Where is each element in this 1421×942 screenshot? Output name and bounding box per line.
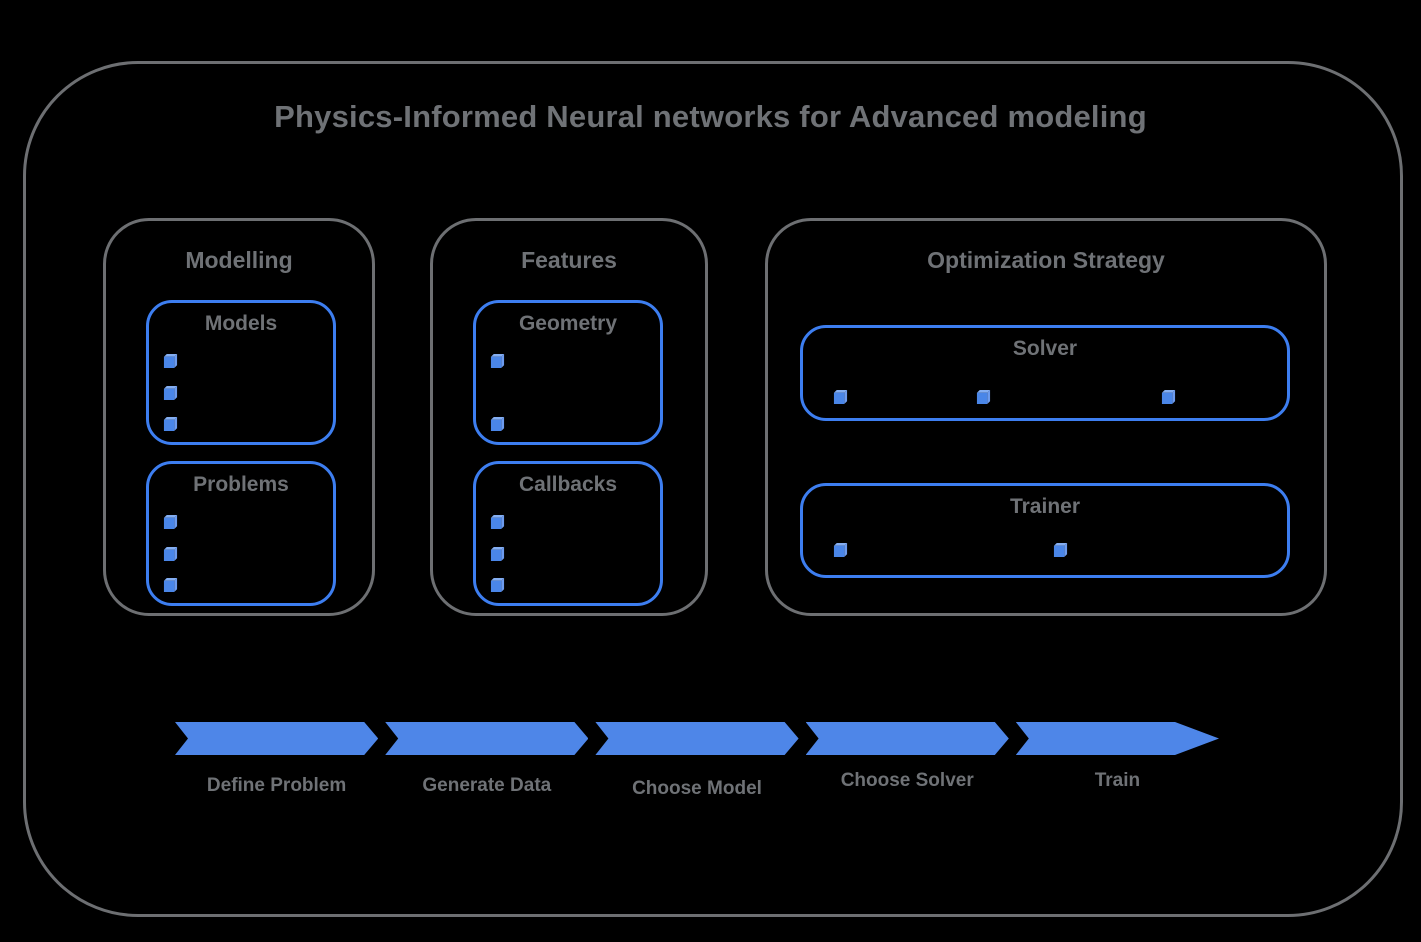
pipeline-step-label: Train xyxy=(1094,770,1141,791)
group-callbacks: Callbacks xyxy=(473,461,663,606)
cube-icon xyxy=(490,416,505,431)
pipeline-segment-choose-solver xyxy=(806,722,1009,755)
group-problems: Problems xyxy=(146,461,336,606)
group-geometry: Geometry xyxy=(473,300,663,445)
cube-icon xyxy=(163,577,178,592)
cube-icon xyxy=(163,514,178,529)
group-trainer: Trainer xyxy=(800,483,1290,578)
pipeline-segment-define-problem xyxy=(175,722,378,755)
pipeline-segment-choose-model xyxy=(595,722,798,755)
cube-icon xyxy=(833,389,848,404)
pipeline-step-label: Choose Model xyxy=(632,778,762,799)
diagram-title: Physics-Informed Neural networks for Adv… xyxy=(274,99,1147,134)
cube-icon xyxy=(490,577,505,592)
group-title: Problems xyxy=(193,473,289,496)
cube-icon xyxy=(1053,542,1068,557)
section-features: Features Geometry Callbacks xyxy=(430,218,708,616)
group-title: Callbacks xyxy=(518,473,618,496)
section-optimization-strategy: Optimization Strategy Solver Trainer xyxy=(765,218,1327,616)
cube-icon xyxy=(163,353,178,368)
group-title: Geometry xyxy=(518,312,618,335)
section-title: Modelling xyxy=(185,247,293,273)
group-title: Models xyxy=(204,312,278,335)
cube-icon xyxy=(976,389,991,404)
cube-icon xyxy=(490,546,505,561)
group-title: Trainer xyxy=(1009,495,1081,518)
cube-icon xyxy=(490,353,505,368)
pipeline-step-label: Choose Solver xyxy=(840,770,974,791)
pipeline-labels: Define Problem Generate Data Choose Mode… xyxy=(175,770,1219,799)
cube-icon xyxy=(490,514,505,529)
cube-icon xyxy=(163,546,178,561)
section-modelling: Modelling Models Problems xyxy=(103,218,375,616)
cube-icon xyxy=(163,385,178,400)
section-title: Features xyxy=(521,247,617,273)
group-models: Models xyxy=(146,300,336,445)
pipeline-step-label: Generate Data xyxy=(422,775,552,796)
cube-icon xyxy=(833,542,848,557)
pipeline-segment-train xyxy=(1016,722,1219,755)
pipeline-segment-generate-data xyxy=(385,722,588,755)
pipeline-step-label: Define Problem xyxy=(206,775,347,796)
group-title: Solver xyxy=(1012,337,1078,360)
cube-icon xyxy=(163,416,178,431)
group-solver: Solver xyxy=(800,325,1290,421)
section-title: Optimization Strategy xyxy=(927,247,1165,273)
diagram-frame xyxy=(23,61,1403,917)
cube-icon xyxy=(1161,389,1176,404)
pipeline-arrow xyxy=(175,722,1219,755)
